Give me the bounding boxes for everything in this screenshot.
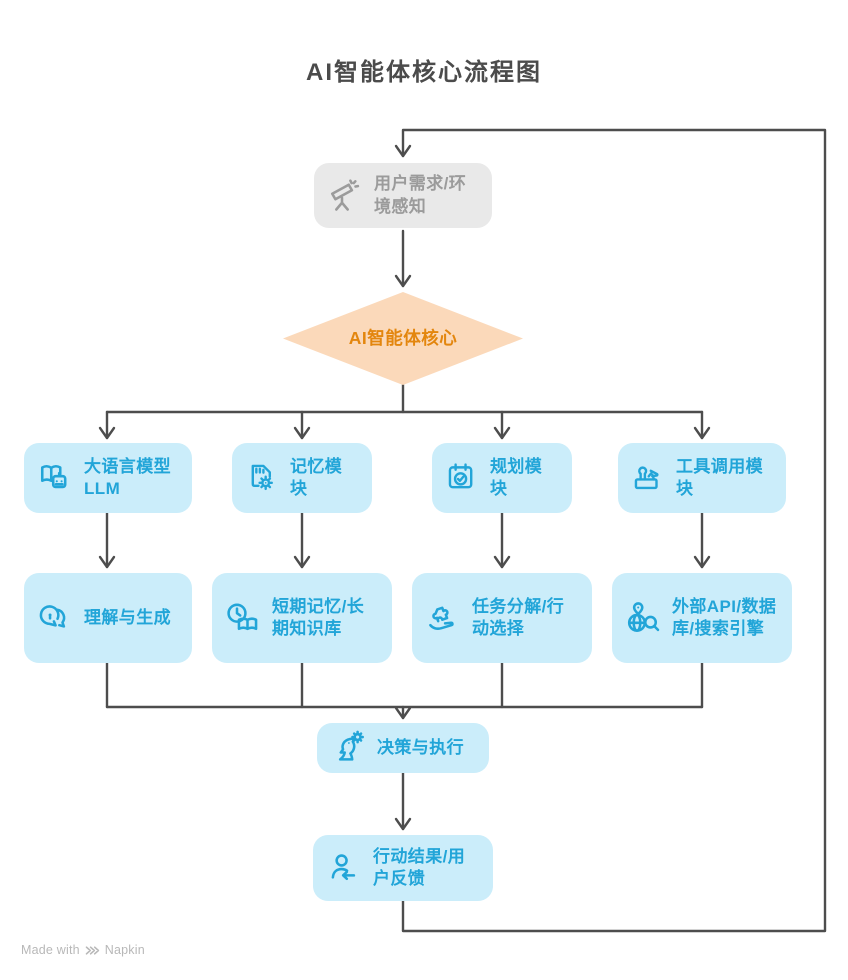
node-knowledge-base: 短期记忆/长期知识库 — [212, 573, 392, 663]
node-task-decomposition: 任务分解/行动选择 — [412, 573, 592, 663]
page-title: AI智能体核心流程图 — [306, 59, 542, 86]
node-user-input: 用户需求/环境感知 — [314, 163, 492, 228]
globe-search-icon — [625, 600, 661, 636]
node-label: 工具调用模块 — [676, 456, 763, 498]
memory-card-gear-icon — [245, 461, 279, 495]
chat-bubbles-icon — [37, 600, 73, 636]
watermark-prefix: Made with — [21, 943, 80, 957]
chess-knight-icon — [330, 730, 366, 766]
node-tools-module: 工具调用模块 — [618, 443, 786, 513]
node-memory-module: 记忆模块 — [232, 443, 372, 513]
toolbox-icon — [631, 461, 665, 495]
node-result-feedback: 行动结果/用户反馈 — [313, 835, 493, 901]
user-feedback-icon — [326, 850, 362, 886]
node-external-api: 外部API/数据库/搜索引擎 — [612, 573, 792, 663]
calendar-check-icon — [445, 461, 479, 495]
node-label: 短期记忆/长期知识库 — [272, 596, 365, 638]
hand-puzzle-icon — [425, 600, 461, 636]
node-label: 行动结果/用户反馈 — [373, 846, 466, 888]
node-planning-module: 规划模块 — [432, 443, 572, 513]
node-label: AI智能体核心 — [348, 327, 458, 348]
node-core-diamond: AI智能体核心 — [283, 292, 523, 385]
node-understanding: 理解与生成 — [24, 573, 192, 663]
node-label: 任务分解/行动选择 — [472, 596, 565, 638]
node-decision-execution: 决策与执行 — [317, 723, 489, 773]
node-label: 用户需求/环境感知 — [374, 174, 467, 216]
napkin-logo-icon — [85, 944, 100, 957]
node-label: 理解与生成 — [84, 607, 171, 627]
napkin-watermark: Made with Napkin — [21, 943, 145, 957]
book-robot-icon — [37, 460, 73, 496]
node-label: 决策与执行 — [377, 737, 464, 757]
clock-book-icon — [225, 600, 261, 636]
watermark-brand: Napkin — [104, 943, 145, 957]
node-label: 外部API/数据库/搜索引擎 — [672, 596, 777, 638]
telescope-icon — [327, 178, 363, 214]
node-label: 记忆模块 — [290, 456, 343, 498]
node-label: 规划模块 — [490, 456, 543, 498]
node-label: 大语言模型LLM — [84, 456, 171, 498]
node-llm-module: 大语言模型LLM — [24, 443, 192, 513]
